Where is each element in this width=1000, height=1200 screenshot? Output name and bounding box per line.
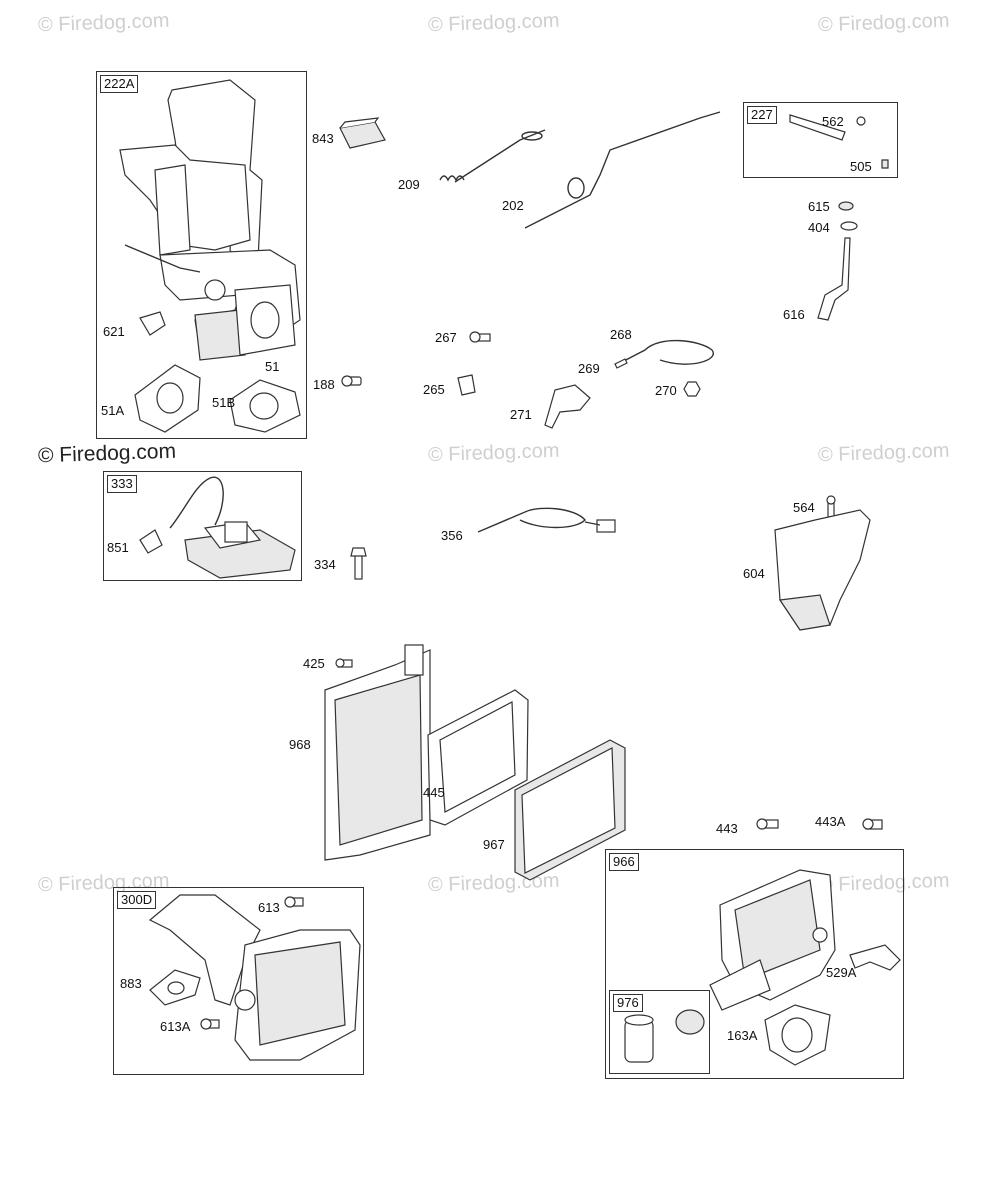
part-label-967: 967 — [483, 837, 505, 852]
washer-404-drawing — [840, 221, 858, 231]
link-202-drawing — [524, 111, 721, 229]
gasket-621-drawing — [139, 311, 166, 336]
clip-851-drawing — [139, 529, 163, 554]
part-label-404: 404 — [808, 220, 830, 235]
gasket-883-drawing — [149, 969, 201, 1006]
screw-425-drawing — [335, 658, 353, 668]
group-300D: 300D — [113, 887, 364, 1075]
group-tag-966: 966 — [609, 853, 639, 872]
part-label-445: 445 — [423, 785, 445, 800]
control-bracket-drawing — [119, 79, 301, 361]
nut-615-drawing — [838, 201, 854, 211]
part-label-356: 356 — [441, 528, 463, 543]
group-tag-300D: 300D — [117, 891, 157, 910]
part-label-163A: 163A — [727, 1028, 758, 1043]
group-976: 976 — [609, 990, 710, 1074]
adapter-976-drawing — [624, 1009, 705, 1063]
part-label-562: 562 — [822, 114, 844, 129]
part-label-51A: 51A — [101, 403, 125, 418]
filter-967-drawing — [514, 739, 626, 881]
filter-445-drawing — [427, 689, 529, 826]
base-968-drawing — [324, 644, 431, 861]
group-227: 227 — [743, 102, 898, 178]
part-label-443A: 443A — [815, 814, 846, 829]
screw-443-drawing — [756, 818, 779, 830]
part-label-883: 883 — [120, 976, 142, 991]
lever-227-drawing — [789, 114, 889, 169]
part-label-851: 851 — [107, 540, 129, 555]
part-label-604: 604 — [743, 566, 765, 581]
bolt-334-drawing — [350, 547, 367, 580]
part-label-443: 443 — [716, 821, 738, 836]
cable-268-drawing — [614, 339, 715, 369]
part-label-271: 271 — [510, 407, 532, 422]
gasket-163A-drawing — [764, 1004, 831, 1066]
part-label-270: 270 — [655, 383, 677, 398]
part-label-529A: 529A — [826, 965, 857, 980]
muffler-300D-drawing — [148, 894, 361, 1061]
part-label-425: 425 — [303, 656, 325, 671]
bolt-188-drawing — [341, 375, 362, 387]
part-label-843: 843 — [312, 131, 334, 146]
cover-966-drawing — [709, 869, 836, 1011]
part-label-968: 968 — [289, 737, 311, 752]
clip-265-drawing — [457, 374, 476, 396]
part-label-51B: 51B — [212, 395, 236, 410]
elbow-529A-drawing — [849, 944, 901, 971]
shield-604-drawing — [774, 509, 871, 631]
gasket-51B-drawing — [229, 379, 301, 433]
group-222A: 222A — [96, 71, 307, 439]
part-label-267: 267 — [435, 330, 457, 345]
part-label-613A: 613A — [160, 1019, 191, 1034]
part-label-334: 334 — [314, 557, 336, 572]
part-label-51: 51 — [265, 359, 280, 374]
coil-333-drawing — [169, 476, 296, 579]
spring-209-drawing — [439, 129, 546, 183]
bolt-613-drawing — [284, 896, 304, 908]
part-label-265: 265 — [423, 382, 445, 397]
part-label-269: 269 — [578, 361, 600, 376]
part-label-621: 621 — [103, 324, 125, 339]
part-label-505: 505 — [850, 159, 872, 174]
wire-356-drawing — [477, 507, 616, 533]
bracket-271-drawing — [544, 384, 591, 429]
group-966: 966 — [605, 849, 904, 1079]
screw-267-drawing — [469, 331, 491, 343]
part-label-564: 564 — [793, 500, 815, 515]
group-tag-222A: 222A — [100, 75, 139, 94]
group-333: 333 — [103, 471, 302, 581]
bolt-613A-drawing — [200, 1018, 220, 1030]
part-label-268: 268 — [610, 327, 632, 342]
pad-843-drawing — [339, 117, 386, 149]
part-label-615: 615 — [808, 199, 830, 214]
part-label-616: 616 — [783, 307, 805, 322]
part-label-202: 202 — [502, 198, 524, 213]
part-label-188: 188 — [313, 377, 335, 392]
nut-270-drawing — [683, 381, 701, 397]
group-tag-976: 976 — [613, 994, 643, 1013]
lever-616-drawing — [817, 237, 851, 321]
part-label-209: 209 — [398, 177, 420, 192]
group-tag-333: 333 — [107, 475, 137, 494]
screw-443A-drawing — [862, 818, 883, 830]
part-label-613: 613 — [258, 900, 280, 915]
gasket-51A-drawing — [134, 364, 201, 433]
group-tag-227: 227 — [747, 106, 777, 125]
